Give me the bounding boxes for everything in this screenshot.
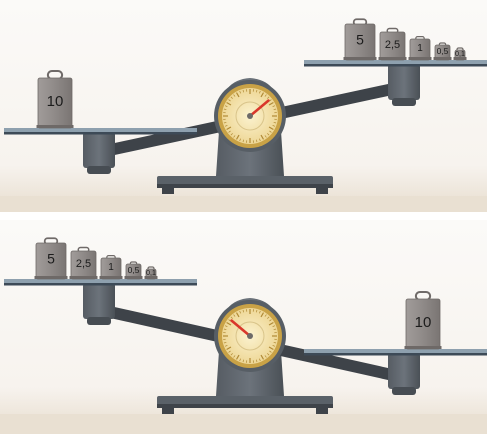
- right-pan-hanger: [388, 353, 420, 389]
- right-pan-hanger-foot: [392, 98, 416, 106]
- weight-label: 5: [356, 32, 364, 48]
- weight-label: 0,5: [128, 265, 140, 275]
- weight: 2,5: [379, 29, 407, 60]
- weight-base: [37, 125, 74, 128]
- weight-base: [100, 276, 123, 279]
- right-pan-hanger: [388, 64, 420, 100]
- dial-pivot: [247, 113, 253, 119]
- weight: 10: [405, 292, 442, 349]
- top-panel-floor: [0, 196, 487, 212]
- weight: 10: [37, 71, 74, 128]
- weight-label: 10: [415, 314, 432, 331]
- weight-label: 5: [47, 251, 55, 267]
- weight: 0,5: [125, 262, 143, 279]
- bottom-scale-panel: 5 2,5 1 0,5 0,1 10: [0, 220, 487, 434]
- left-pan-tray-edge: [4, 283, 197, 286]
- right-pan-hanger-foot: [392, 387, 416, 395]
- scale-base-right-foot: [316, 408, 328, 414]
- weight: 0,5: [434, 43, 452, 60]
- weight-label: 2,5: [76, 258, 91, 270]
- scale-dial: [218, 84, 282, 148]
- left-pan-hanger: [83, 132, 115, 168]
- scale-base-plate-edge: [157, 404, 333, 408]
- weight-label: 0,1: [146, 270, 156, 277]
- weight-label: 10: [47, 93, 64, 110]
- weight-base: [409, 57, 432, 60]
- weight: 1: [100, 256, 123, 279]
- weight-label: 1: [417, 43, 423, 54]
- weight: 5: [35, 238, 68, 279]
- panel-divider: [0, 212, 487, 220]
- right-pan-tray-edge: [304, 64, 487, 67]
- weight-base: [70, 276, 98, 279]
- weight-base: [35, 276, 68, 279]
- weight-base: [405, 346, 442, 349]
- weight: 2,5: [70, 248, 98, 279]
- weight-label: 2,5: [385, 39, 400, 51]
- weight-label: 0,5: [437, 46, 449, 56]
- right-pan-tray-edge: [304, 353, 487, 356]
- weight-label: 0,1: [455, 51, 465, 58]
- weight-base: [125, 276, 143, 279]
- top-scale-panel: 10 5 2,5 1 0,5 0,1: [0, 0, 487, 212]
- weight-label: 1: [108, 262, 114, 273]
- left-pan-hanger-foot: [87, 166, 111, 174]
- scale-base-left-foot: [162, 188, 174, 194]
- weight-base: [379, 57, 407, 60]
- scale-base-right-foot: [316, 188, 328, 194]
- weight: 1: [409, 37, 432, 60]
- left-pan-hanger-foot: [87, 317, 111, 325]
- weight-base: [434, 57, 452, 60]
- scale-base-plate-edge: [157, 184, 333, 188]
- bottom-panel-floor: [0, 414, 487, 434]
- left-pan-hanger: [83, 283, 115, 319]
- weight: 5: [344, 19, 377, 60]
- scale-base-left-foot: [162, 408, 174, 414]
- dial-pivot: [247, 333, 253, 339]
- left-pan-tray-edge: [4, 132, 197, 135]
- scale-dial: [218, 304, 282, 368]
- weight-base: [344, 57, 377, 60]
